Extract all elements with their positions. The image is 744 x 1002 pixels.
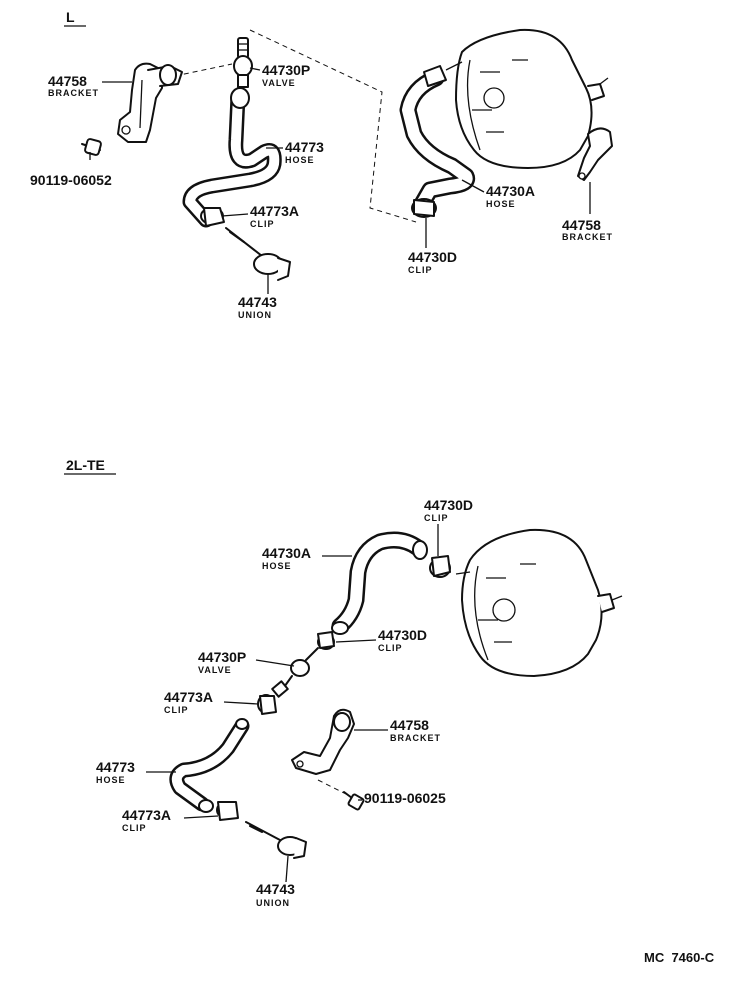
part-number-clip-l: 44773A bbox=[250, 203, 299, 219]
part-number-bolt-te: 90119-06025 bbox=[364, 790, 446, 806]
bolt-te-drawing bbox=[343, 791, 365, 811]
part-name-union-l: UNION bbox=[238, 310, 272, 320]
part-number-clip-d-mid-te: 44730D bbox=[378, 627, 427, 643]
clip-d-l-drawing bbox=[411, 198, 437, 218]
part-number-union-l: 44743 bbox=[238, 294, 277, 310]
leader-clip-a-bot-te bbox=[183, 815, 219, 819]
part-name-clip-d-top-te: CLIP bbox=[424, 513, 449, 523]
bolt-left-drawing bbox=[81, 138, 102, 156]
part-number-valve-l: 44730P bbox=[262, 62, 310, 78]
part-name-union-te: UNION bbox=[256, 898, 290, 908]
part-number-clip-d-l: 44730D bbox=[408, 249, 457, 265]
section-label-l: L bbox=[66, 9, 75, 25]
part-name-bracket-left: BRACKET bbox=[48, 88, 99, 98]
part-name-hose-a-l: HOSE bbox=[486, 199, 516, 209]
bracket-te-drawing bbox=[291, 708, 355, 775]
part-name-clip-a-top-te: CLIP bbox=[164, 705, 189, 715]
leader-union-te bbox=[285, 855, 289, 883]
part-number-hose-l: 44773 bbox=[285, 139, 324, 155]
clip-l-drawing bbox=[200, 207, 225, 227]
clip-a-top-te-drawing bbox=[257, 694, 277, 715]
part-number-bracket-right: 44758 bbox=[562, 217, 601, 233]
hose-a-te-drawing bbox=[331, 531, 428, 635]
leader-clip-d-mid-te bbox=[335, 639, 377, 643]
hose-a-l-drawing bbox=[399, 61, 476, 213]
part-number-union-te: 44743 bbox=[256, 881, 295, 897]
bracket-right-drawing bbox=[577, 127, 613, 181]
valve-l-drawing bbox=[233, 37, 253, 88]
valve-te-drawing bbox=[271, 647, 319, 698]
part-number-bracket-left: 44758 bbox=[48, 73, 87, 89]
part-name-clip-d-l: CLIP bbox=[408, 265, 433, 275]
hose-l-drawing bbox=[182, 87, 282, 228]
clip-d-top-te-drawing bbox=[429, 555, 451, 578]
part-number-clip-a-bot-te: 44773A bbox=[122, 807, 171, 823]
part-name-bracket-te: BRACKET bbox=[390, 733, 441, 743]
part-name-hose-l: HOSE bbox=[285, 155, 315, 165]
hose-te-drawing bbox=[169, 718, 250, 813]
part-number-hose-a-te: 44730A bbox=[262, 545, 311, 561]
brake-booster-te-drawing bbox=[455, 528, 623, 677]
part-name-valve-l: VALVE bbox=[262, 78, 296, 88]
part-name-clip-l: CLIP bbox=[250, 219, 275, 229]
part-name-hose-a-te: HOSE bbox=[262, 561, 292, 571]
reference-dashed-line bbox=[174, 29, 417, 223]
part-name-valve-te: VALVE bbox=[198, 665, 232, 675]
leader-hose-a-l bbox=[461, 179, 485, 193]
part-number-hose-a-l: 44730A bbox=[486, 183, 535, 199]
part-name-hose-te: HOSE bbox=[96, 775, 126, 785]
section-label-2lte: 2L-TE bbox=[66, 457, 105, 473]
leader-clip-a-top-te bbox=[223, 701, 259, 705]
part-number-bolt-left: 90119-06052 bbox=[30, 172, 112, 188]
part-number-bracket-te: 44758 bbox=[390, 717, 429, 733]
part-number-clip-d-top-te: 44730D bbox=[424, 497, 473, 513]
part-number-hose-te: 44773 bbox=[96, 759, 135, 775]
bracket-left-drawing bbox=[117, 62, 183, 143]
leader-valve-l bbox=[249, 67, 261, 71]
part-name-clip-a-bot-te: CLIP bbox=[122, 823, 147, 833]
diagram-reference-code: MC 7460-C bbox=[644, 950, 715, 965]
part-name-clip-d-mid-te: CLIP bbox=[378, 643, 403, 653]
union-te-drawing bbox=[245, 821, 307, 859]
clip-d-mid-te-drawing bbox=[317, 631, 335, 650]
union-l-drawing bbox=[225, 227, 291, 281]
reference-dashed-line-te bbox=[317, 779, 351, 797]
leader-clip-l bbox=[221, 213, 249, 217]
clip-a-bot-te-drawing bbox=[216, 801, 239, 821]
brake-booster-l-drawing bbox=[455, 28, 609, 169]
part-number-valve-te: 44730P bbox=[198, 649, 246, 665]
part-name-bracket-right: BRACKET bbox=[562, 232, 613, 242]
part-number-clip-a-top-te: 44773A bbox=[164, 689, 213, 705]
leader-valve-te bbox=[255, 659, 295, 667]
